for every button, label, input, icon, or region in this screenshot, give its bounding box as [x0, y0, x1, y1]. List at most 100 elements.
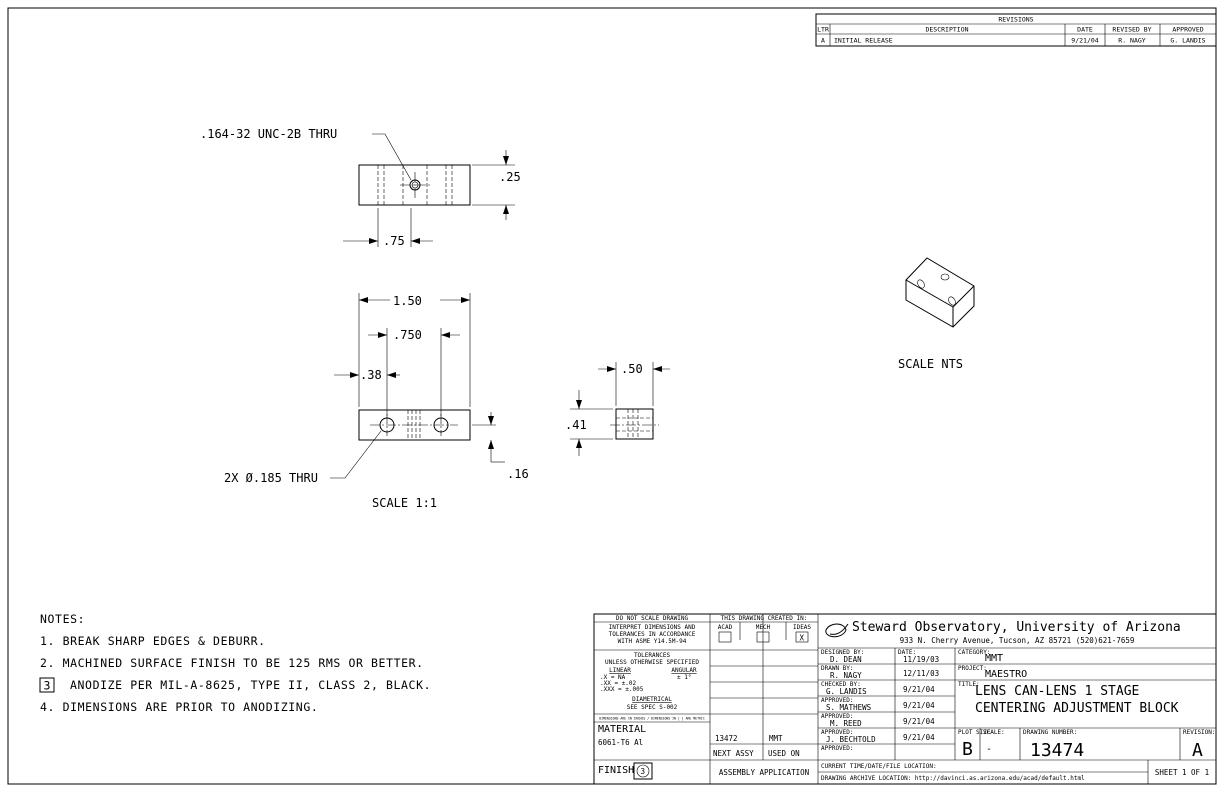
revision-label: REVISION:: [1183, 729, 1216, 736]
category-value: MMT: [985, 653, 1003, 664]
checkbox-acad: [718, 631, 732, 643]
note-4: 4. DIMENSIONS ARE PRIOR TO ANODIZING.: [40, 700, 318, 714]
software-mech: MECH: [756, 624, 771, 631]
tol-x: .X = NA: [600, 674, 626, 681]
used-on-value: MMT: [769, 734, 783, 743]
sig-approved-1-date: 9/21/04: [903, 701, 935, 710]
sig-date-label: DATE:: [898, 649, 916, 656]
hole-callout: 2X Ø.185 THRU: [224, 471, 318, 485]
dim-025: .25: [499, 170, 521, 184]
used-on-label: USED ON: [768, 749, 800, 758]
plot-size-label: PLOT SIZE: [958, 729, 991, 736]
linear-label: LINEAR: [609, 667, 631, 674]
revision-value: A: [1192, 740, 1203, 761]
finish-label: FINISH: [598, 765, 634, 776]
isometric-view: SCALE NTS: [898, 257, 975, 371]
sig-designed-date: 11/19/03: [903, 655, 939, 664]
created-in: THIS DRAWING CREATED IN:: [721, 615, 808, 622]
rev-header-description: DESCRIPTION: [925, 26, 968, 34]
sig-approved-2-name: M. REED: [830, 719, 862, 728]
title-label: TITLE:: [958, 681, 980, 688]
rev-header-date: DATE: [1077, 26, 1093, 34]
dim-038: .38: [360, 368, 382, 382]
sig-approved-2-role: APPROVED:: [821, 713, 854, 720]
software-acad: ACAD: [718, 624, 733, 631]
plot-size-value: B: [962, 739, 973, 760]
rev-row-description: INITIAL RELEASE: [834, 37, 893, 45]
rev-row-date: 9/21/04: [1071, 37, 1098, 45]
dim-050: .50: [621, 362, 643, 376]
sig-approved-3-role: APPROVED:: [821, 729, 854, 736]
interpret-line-1: INTERPRET DIMENSIONS AND: [609, 624, 696, 631]
side-view-outline: [615, 408, 654, 440]
rev-row-revised-by: R. NAGY: [1118, 37, 1145, 45]
title-line-1: LENS CAN-LENS 1 STAGE: [975, 684, 1139, 699]
sig-approved-4-role: APPROVED:: [821, 745, 854, 752]
sig-designed-role: DESIGNED BY:: [821, 649, 864, 656]
notes-block: NOTES: 1. BREAK SHARP EDGES & DEBURR. 2.…: [39, 612, 431, 714]
tol-xxx: .XXX = ±.005: [600, 686, 644, 693]
material-value: 6061-T6 Al: [598, 738, 643, 747]
sig-drawn-name: R. NAGY: [830, 671, 862, 680]
observatory-logo-icon: [825, 623, 849, 638]
interpret-line-2: TOLERANCES IN ACCORDANCE: [609, 631, 696, 638]
angular-label: ANGULAR: [671, 667, 697, 674]
tolerances-sub: UNLESS OTHERWISE SPECIFIED: [605, 659, 699, 666]
note-2: 2. MACHINED SURFACE FINISH TO BE 125 RMS…: [40, 656, 424, 670]
checkbox-ideas-mark: X: [800, 634, 805, 643]
rev-header-revised-by: REVISED BY: [1112, 26, 1151, 34]
scale-label: SCALE:: [983, 729, 1005, 736]
top-view: .164-32 UNC-2B THRU .25 .75: [200, 127, 521, 248]
dims-units-note: DIMENSIONS ARE IN INCHES / DIMENSIONS IN…: [599, 717, 705, 721]
sig-checked-date: 9/21/04: [903, 685, 935, 694]
sig-drawn-role: DRAWN BY:: [821, 665, 854, 672]
sig-approved-2-date: 9/21/04: [903, 717, 935, 726]
archive-location: DRAWING ARCHIVE LOCATION: http://davinci…: [821, 775, 1085, 782]
sig-drawn-date: 12/11/03: [903, 669, 939, 678]
project-value: MAESTRO: [985, 669, 1027, 680]
front-view-outline: [358, 409, 471, 441]
title-block: DO NOT SCALE DRAWING INTERPRET DIMENSION…: [593, 613, 1217, 785]
project-label: PROJECT:: [958, 665, 987, 672]
tolerances-title: TOLERANCES: [634, 652, 671, 659]
revisions-title: REVISIONS: [998, 16, 1033, 24]
rev-header-ltr: LTR: [817, 26, 829, 34]
sig-designed-name: D. DEAN: [830, 655, 862, 664]
sig-approved-3-name: J. BECHTOLD: [826, 735, 876, 744]
tol-xx: .XX = ±.02: [600, 680, 637, 687]
scale-main: SCALE 1:1: [372, 496, 437, 510]
sheet-number: SHEET 1 OF 1: [1155, 768, 1209, 777]
rev-header-approved: APPROVED: [1172, 26, 1203, 34]
note-3-flag-number: 3: [44, 679, 52, 693]
dim-075: .75: [383, 234, 405, 248]
checkbox-mech: [756, 631, 770, 643]
assembly-application: ASSEMBLY APPLICATION: [719, 768, 809, 777]
scale-value: -: [986, 744, 992, 755]
note-1: 1. BREAK SHARP EDGES & DEBURR.: [40, 634, 266, 648]
sig-approved-1-name: S. MATHEWS: [826, 703, 872, 712]
drawing-number: 13474: [1030, 740, 1084, 761]
finish-flag-number: 3: [641, 767, 646, 776]
revisions-block: REVISIONS LTR DESCRIPTION DATE REVISED B…: [815, 13, 1217, 47]
side-view: .50 .41: [565, 362, 670, 456]
software-ideas: IDEAS: [793, 624, 811, 631]
next-assy-label: NEXT ASSY: [713, 749, 754, 758]
do-not-scale: DO NOT SCALE DRAWING: [616, 615, 689, 622]
title-line-2: CENTERING ADJUSTMENT BLOCK: [975, 701, 1179, 716]
finish-flag: [633, 762, 653, 780]
diametrical-label: DIAMETRICAL: [632, 696, 672, 703]
material-label: MATERIAL: [598, 724, 646, 735]
thread-callout: .164-32 UNC-2B THRU: [200, 127, 337, 141]
top-view-outline: [358, 164, 471, 206]
scale-iso: SCALE NTS: [898, 357, 963, 371]
note-3: ANODIZE PER MIL-A-8625, TYPE II, CLASS 2…: [70, 678, 431, 692]
next-assy-value: 13472: [715, 734, 738, 743]
drawing-number-label: DRAWING NUMBER:: [1023, 729, 1077, 736]
dim-0750: .750: [393, 328, 422, 342]
notes-header: NOTES:: [40, 612, 85, 626]
dim-041: .41: [565, 418, 587, 432]
checkbox-ideas: [795, 631, 809, 643]
see-spec: SEE SPEC S-002: [627, 704, 678, 711]
org-name: Steward Observatory, University of Arizo…: [852, 620, 1181, 635]
